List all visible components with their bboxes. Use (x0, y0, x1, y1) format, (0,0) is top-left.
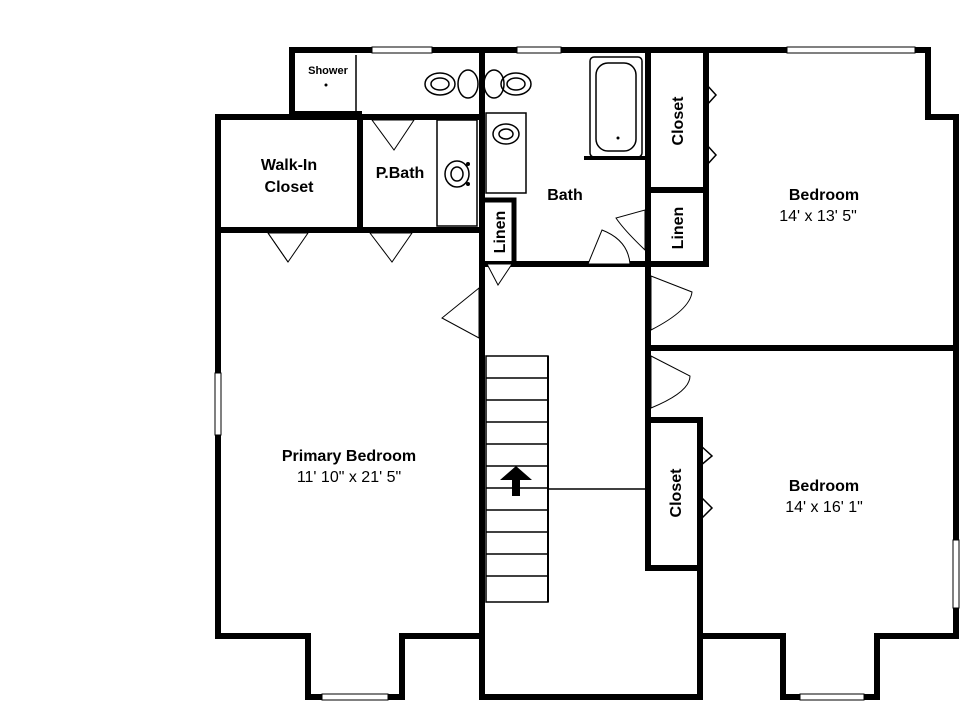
linen-left-label: Linen (492, 211, 509, 254)
doors (267, 83, 718, 521)
bedroom-bottom-label: Bedroom (789, 478, 859, 495)
closet-bottom-label: Closet (668, 468, 685, 518)
primary-bedroom-dims: 11' 10" x 21' 5" (297, 469, 401, 486)
closet-top-label: Closet (670, 96, 687, 146)
bedroom-bottom-dims: 14' x 16' 1" (785, 499, 863, 516)
walls (215, 47, 959, 700)
room-labels: Shower Walk-In Closet P.Bath Bath Linen … (261, 65, 863, 517)
primary-bedroom-label: Primary Bedroom (282, 448, 416, 465)
bedroom-top-dims: 14' x 13' 5" (779, 208, 857, 225)
walk-in-closet-label: Walk-In (261, 157, 317, 174)
shower-label: Shower (308, 65, 348, 77)
p-bath-label: P.Bath (376, 165, 425, 182)
walk-in-closet-label-line2: Closet (265, 179, 315, 196)
fixtures (324, 55, 646, 603)
windows (214, 46, 960, 701)
bath-label: Bath (547, 187, 583, 204)
bedroom-top-label: Bedroom (789, 187, 859, 204)
linen-right-label: Linen (670, 207, 687, 250)
